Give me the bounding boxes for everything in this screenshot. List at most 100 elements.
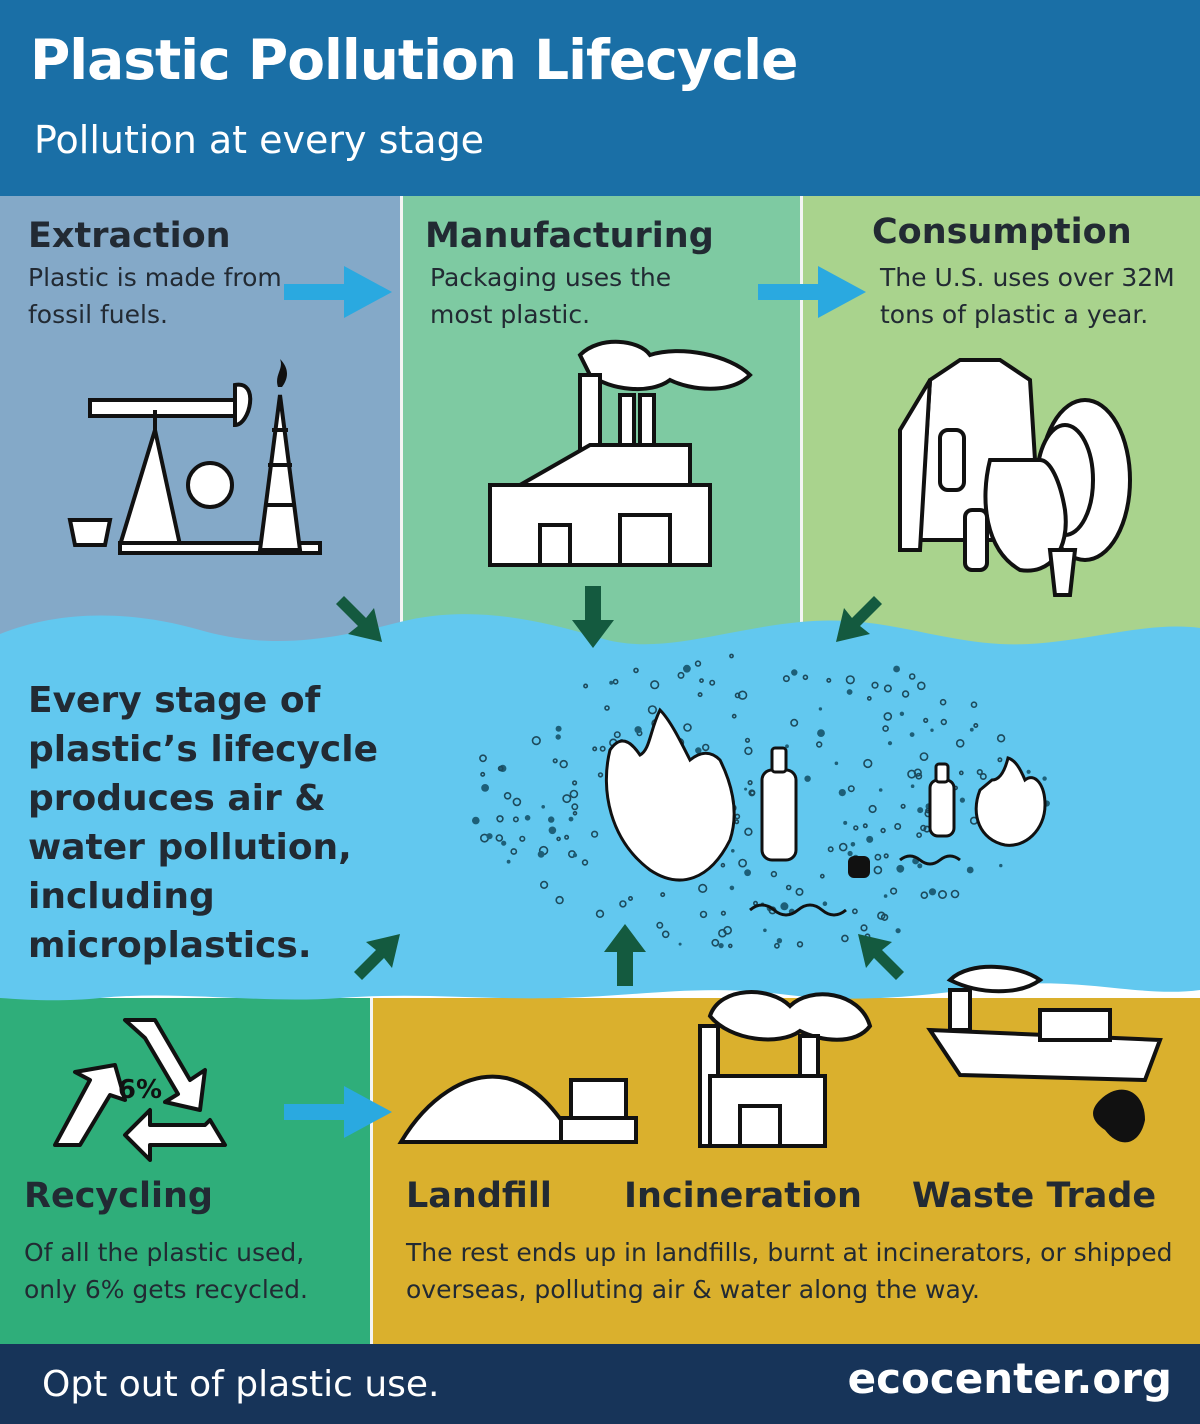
consumption-text: The U.S. uses over 32M tons of plastic a…: [880, 263, 1175, 329]
microplastic-dot: [472, 816, 480, 825]
microplastic-dot: [677, 671, 685, 679]
floating-bottle-icon: [760, 746, 798, 862]
microplastic-dot: [531, 735, 541, 746]
arrow-up-left-icon: [858, 934, 904, 980]
microplastic-dot: [650, 680, 660, 690]
microplastic-dot: [827, 846, 834, 853]
microplastic-dot: [737, 690, 748, 700]
microplastic-dot: [899, 711, 905, 716]
microplastic-dot: [548, 826, 557, 835]
panel-divider: [400, 196, 403, 656]
microplastic-dot: [802, 674, 809, 681]
microplastic-dot: [612, 678, 619, 685]
microplastic-dot: [552, 758, 558, 764]
microplastic-dot: [744, 869, 751, 877]
microplastic-dot: [996, 734, 1006, 743]
microplastic-dot: [599, 745, 606, 752]
microplastic-dot: [568, 816, 574, 822]
microplastic-dot: [773, 942, 780, 949]
microplastic-dot: [571, 803, 579, 811]
microplastic-dot: [569, 789, 579, 799]
microplastic-dot: [919, 752, 929, 761]
microplastic-dot: [678, 942, 682, 946]
microplastic-dot: [770, 870, 778, 878]
microplastic-dot: [883, 894, 888, 898]
page-title: Plastic Pollution Lifecycle: [30, 28, 798, 92]
microplastic-dot: [908, 673, 916, 680]
microplastic-dot: [709, 679, 716, 686]
microplastic-dot: [928, 888, 937, 896]
wave-lines-icon: [749, 854, 961, 917]
microplastic-dot: [572, 811, 578, 816]
microplastic-dot: [1042, 776, 1047, 781]
microplastic-dot: [817, 729, 825, 737]
microplastic-dot: [727, 943, 733, 949]
manufacturing-text: Packaging uses the most plastic.: [430, 263, 672, 329]
arrow-down-right-icon: [336, 596, 382, 642]
microplastic-dot: [734, 819, 740, 825]
microplastic-dot: [887, 741, 893, 746]
microplastic-dot: [785, 884, 792, 891]
microplastic-dot: [804, 775, 811, 782]
microplastic-dot: [955, 739, 965, 748]
microplastic-dot: [506, 859, 511, 864]
microplastic-dot: [896, 864, 905, 873]
recycling-panel: [0, 998, 370, 1344]
microplastic-dot: [882, 725, 889, 732]
microplastic-dot: [503, 792, 512, 800]
floating-bag-icon: [604, 707, 736, 882]
microplastic-dot: [512, 797, 522, 807]
microplastic-dot: [480, 771, 486, 777]
microplastic-dot: [613, 731, 621, 739]
microplastic-dot: [979, 773, 987, 781]
microplastic-dot: [913, 768, 922, 777]
manufacturing-title: Manufacturing: [425, 216, 714, 256]
microplastic-dot: [877, 911, 886, 920]
floating-bag-icon: [974, 756, 1047, 847]
microplastic-dot: [564, 834, 570, 840]
microplastic-dot: [1026, 769, 1031, 774]
microplastic-dot: [698, 883, 708, 893]
microplastic-dot: [785, 744, 789, 749]
microplastic-dot: [699, 910, 708, 919]
microplastic-dot: [880, 827, 886, 834]
microplastic-dot: [822, 901, 828, 906]
microplastic-dot: [860, 924, 868, 932]
microplastic-dot: [718, 928, 727, 938]
cup-lid-icon: [848, 856, 870, 878]
microplastic-dot: [780, 902, 789, 911]
footer-website-link[interactable]: ecocenter.org: [847, 1354, 1172, 1403]
microplastic-dot: [883, 853, 889, 859]
microplastic-dot: [969, 727, 974, 732]
microplastic-dot: [592, 746, 598, 752]
microplastic-dot: [930, 728, 934, 732]
microplastic-dot: [702, 743, 710, 752]
microplastic-dot: [873, 865, 883, 875]
recycling-title: Recycling: [24, 1176, 213, 1216]
microplastic-dot: [871, 681, 879, 689]
microplastic-dot: [519, 835, 526, 842]
microplastic-dot: [874, 853, 882, 861]
microplastic-dot: [541, 805, 545, 809]
microplastic-dot: [683, 664, 691, 673]
microplastic-dot: [999, 863, 1003, 868]
consumption-title: Consumption: [872, 212, 1132, 252]
footer-bar: [0, 1344, 1200, 1424]
microplastic-dot: [916, 681, 926, 691]
microplastic-dot: [791, 669, 798, 676]
microplastic-dot: [868, 804, 877, 814]
microplastic-dot: [495, 834, 504, 842]
recycling-text: Of all the plastic used, only 6% gets re…: [24, 1238, 308, 1304]
incineration-title: Incineration: [624, 1176, 862, 1216]
microplastic-dot: [555, 725, 562, 732]
microplastic-dot: [512, 816, 519, 823]
microplastic-dot: [660, 892, 666, 898]
microplastic-dot: [845, 675, 855, 685]
microplastic-dot: [958, 770, 964, 776]
microplastic-dot: [571, 780, 578, 786]
microplastic-dot: [744, 746, 753, 756]
microplastic-dot: [920, 891, 929, 899]
microplastic-dot: [609, 680, 614, 685]
page-subtitle: Pollution at every stage: [34, 118, 485, 162]
microplastic-dot: [909, 732, 915, 737]
